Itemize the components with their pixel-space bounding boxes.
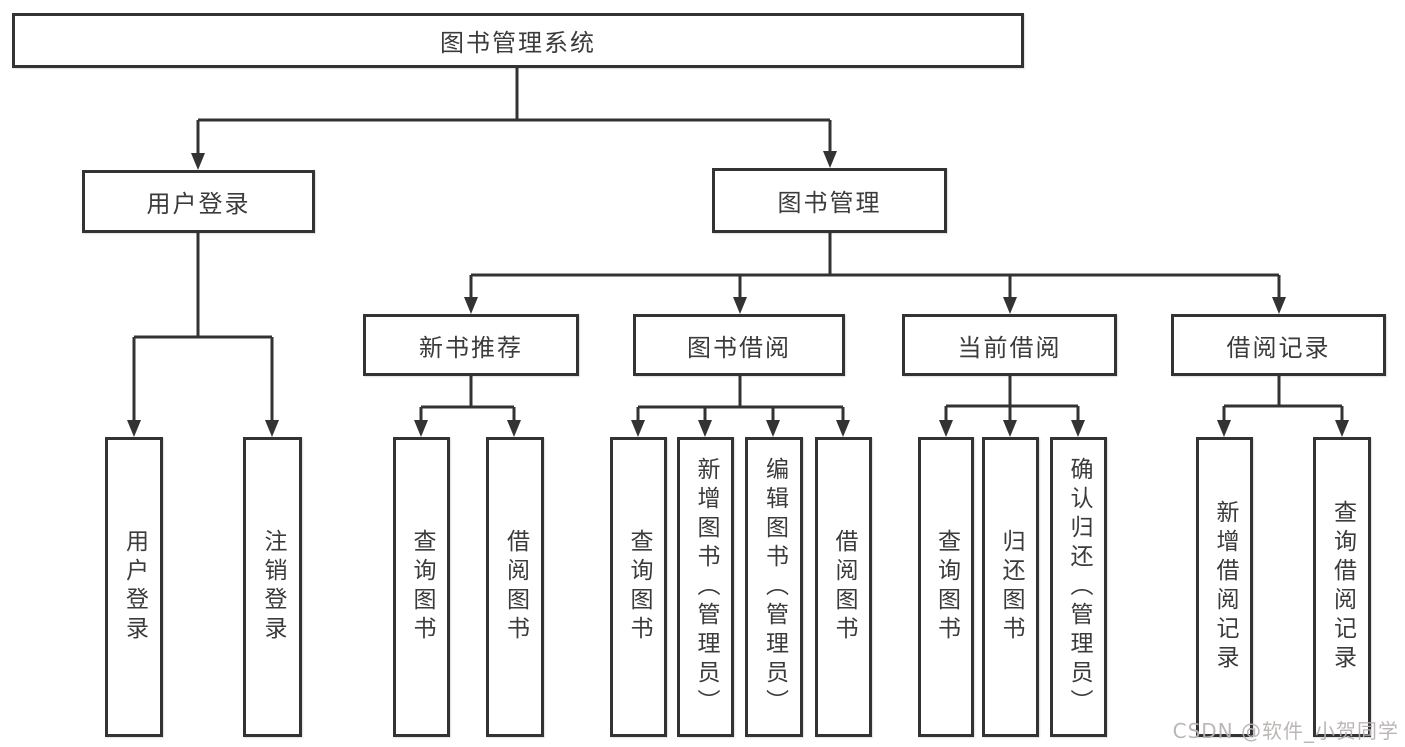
leaf-return-books-label: 归还图书	[998, 529, 1024, 645]
leaf-user-login: 用户登录	[105, 437, 163, 737]
leaf-query-books-2-label: 查询图书	[626, 529, 652, 645]
node-book-management-label: 图书管理	[777, 189, 882, 217]
leaf-add-borrow-record-label: 新增借阅记录	[1212, 500, 1238, 674]
node-book-management: 图书管理	[712, 168, 947, 233]
leaf-borrow-books-2-label: 借阅图书	[831, 529, 857, 645]
node-current-borrowing: 当前借阅	[902, 314, 1117, 376]
leaf-query-borrow-record-label: 查询借阅记录	[1329, 500, 1356, 674]
leaf-query-books-3: 查询图书	[918, 437, 974, 737]
leaf-borrow-books-2: 借阅图书	[815, 437, 872, 737]
leaf-borrow-books-1-label: 借阅图书	[502, 529, 529, 645]
leaf-add-books-admin-label: 新增图书（管理员）	[693, 456, 719, 718]
leaf-query-books-1: 查询图书	[393, 437, 450, 737]
node-current-borrowing-label: 当前借阅	[957, 333, 1062, 362]
node-borrowing-records-label: 借阅记录	[1226, 333, 1331, 362]
leaf-add-borrow-record: 新增借阅记录	[1196, 437, 1253, 737]
leaf-edit-books-admin-label: 编辑图书（管理员）	[761, 456, 788, 718]
node-new-book-recommendation: 新书推荐	[363, 314, 579, 376]
leaf-edit-books-admin: 编辑图书（管理员）	[745, 437, 803, 737]
leaf-confirm-return-admin-label: 确认归还（管理员）	[1066, 456, 1092, 718]
leaf-borrow-books-1: 借阅图书	[486, 437, 544, 737]
node-book-borrowing-label: 图书借阅	[687, 333, 791, 362]
node-root-label: 图书管理系统	[440, 29, 596, 57]
node-borrowing-records: 借阅记录	[1171, 314, 1386, 376]
node-new-book-recommendation-label: 新书推荐	[419, 333, 523, 362]
leaf-user-login-label: 用户登录	[121, 529, 148, 645]
leaf-confirm-return-admin: 确认归还（管理员）	[1050, 437, 1107, 737]
leaf-return-books: 归还图书	[982, 437, 1039, 737]
leaf-query-books-3-label: 查询图书	[933, 529, 960, 645]
tree-branch-lines	[132, 68, 1344, 425]
node-user-login: 用户登录	[82, 170, 315, 233]
leaf-logout-label: 注销登录	[260, 529, 286, 645]
csdn-watermark: CSDN @软件_小贺同学	[1172, 719, 1399, 743]
node-book-borrowing: 图书借阅	[633, 314, 845, 376]
node-root-library-system: 图书管理系统	[12, 13, 1024, 68]
leaf-add-books-admin: 新增图书（管理员）	[677, 437, 734, 737]
leaf-query-books-1-label: 查询图书	[409, 529, 435, 645]
node-user-login-label: 用户登录	[146, 190, 251, 218]
leaf-logout: 注销登录	[243, 437, 302, 737]
leaf-query-borrow-record: 查询借阅记录	[1313, 437, 1371, 737]
leaf-query-books-2: 查询图书	[610, 437, 667, 737]
